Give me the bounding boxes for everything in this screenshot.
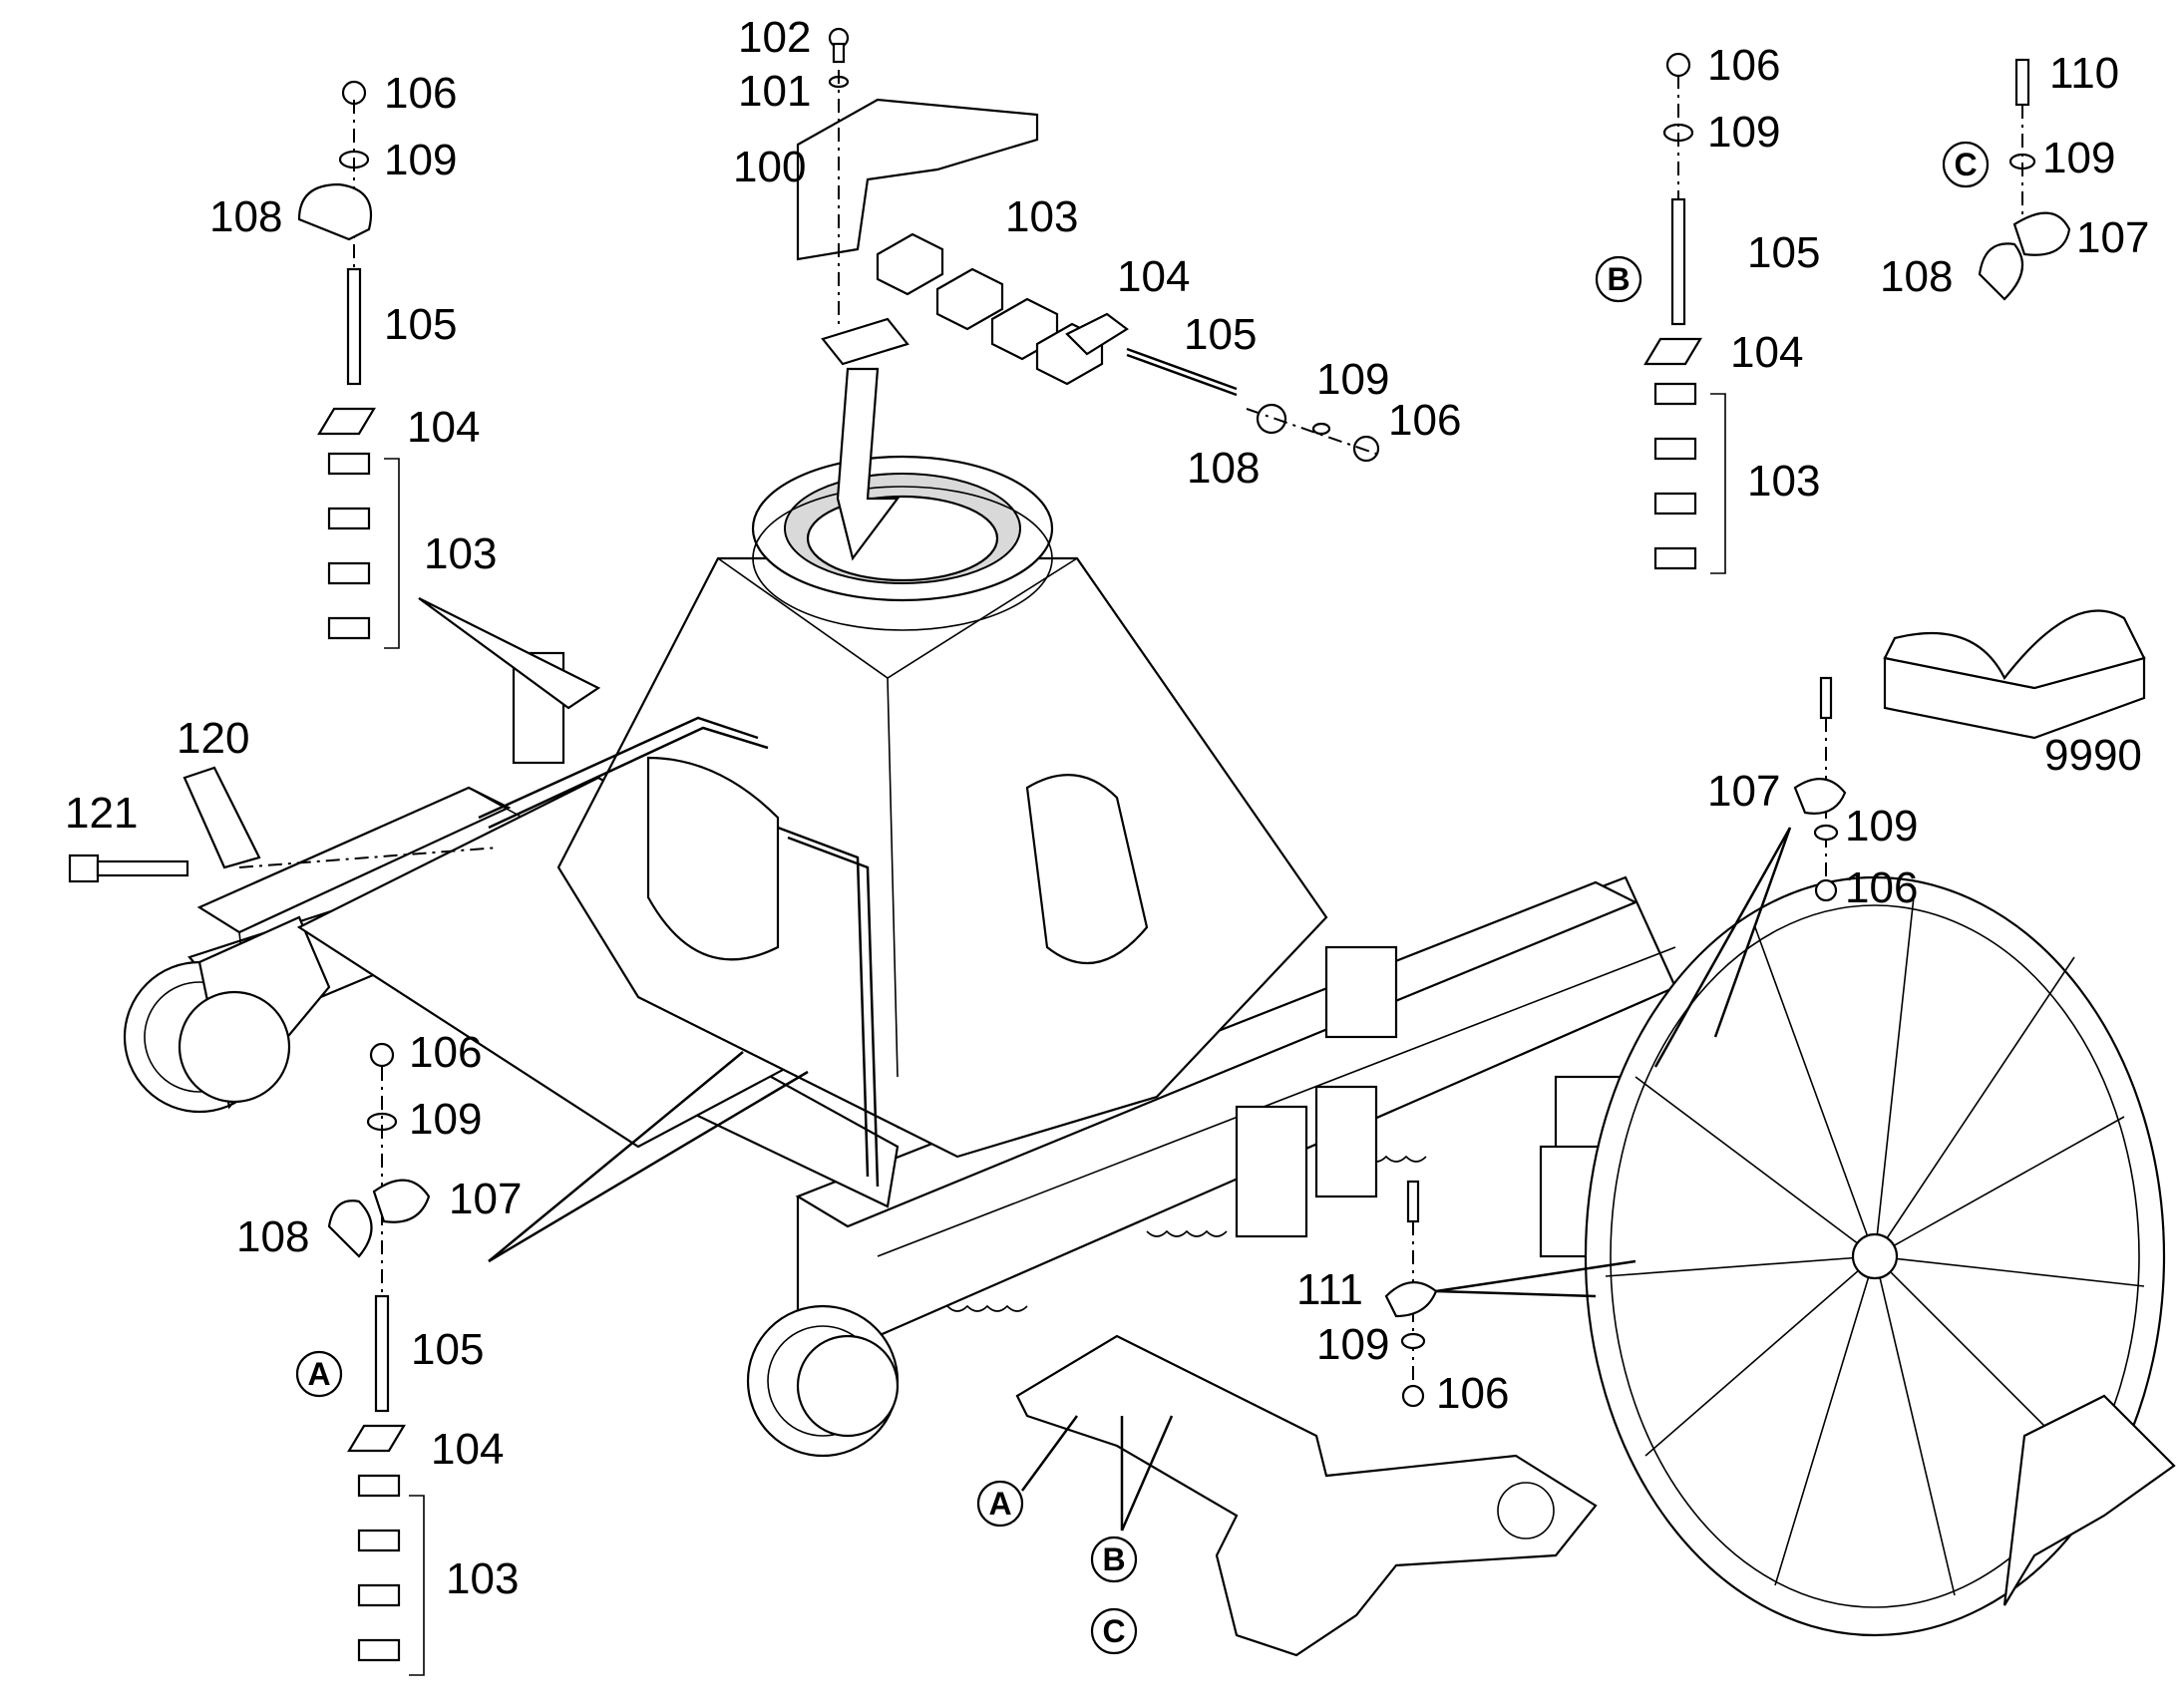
label-101: 101 xyxy=(738,67,811,116)
label-109: 109 xyxy=(1707,108,1780,157)
lower-left-stack-a xyxy=(327,1042,809,1676)
label-106: 106 xyxy=(1388,396,1461,445)
label-106: 106 xyxy=(384,69,457,118)
bracket-detail-top xyxy=(796,27,1380,561)
label-107: 107 xyxy=(449,1175,522,1223)
label-105: 105 xyxy=(384,300,457,349)
svg-text:C: C xyxy=(1954,147,1977,182)
label-111: 111 xyxy=(1296,1265,1363,1314)
label-104: 104 xyxy=(1117,252,1190,301)
callout-c-bottom: C xyxy=(1090,1607,1138,1655)
label-106: 106 xyxy=(409,1028,482,1077)
callout-b-top: B xyxy=(1595,255,1642,303)
manual-book-icon xyxy=(1883,609,2146,740)
label-109: 109 xyxy=(1316,355,1389,404)
label-107: 107 xyxy=(2076,213,2149,262)
right-stack-107 xyxy=(1653,676,1847,1068)
svg-text:B: B xyxy=(1607,261,1630,297)
svg-text:A: A xyxy=(307,1356,330,1392)
label-108: 108 xyxy=(1187,444,1260,493)
bolt-121 xyxy=(68,766,500,883)
label-103: 103 xyxy=(1005,192,1078,241)
label-108: 108 xyxy=(236,1212,309,1261)
label-121: 121 xyxy=(65,789,138,838)
label-106: 106 xyxy=(1845,863,1918,912)
bracket-100 xyxy=(796,98,1039,261)
right-top-stack-c xyxy=(1978,58,2071,301)
label-109: 109 xyxy=(384,136,457,184)
cable-drum xyxy=(1539,875,2176,1637)
label-103: 103 xyxy=(1747,457,1820,506)
lower-bracket xyxy=(1015,1334,1598,1657)
label-106: 106 xyxy=(1707,41,1780,90)
label-105: 105 xyxy=(1184,310,1257,359)
label-9990: 9990 xyxy=(2044,731,2142,780)
label-103: 103 xyxy=(424,529,497,578)
plate-120 xyxy=(182,766,261,869)
right-stack-111 xyxy=(1384,1180,1636,1408)
label-102: 102 xyxy=(738,13,811,62)
label-120: 120 xyxy=(177,714,249,763)
label-108: 108 xyxy=(1880,252,1953,301)
label-104: 104 xyxy=(407,403,480,452)
undercarriage-frame xyxy=(123,455,1677,1657)
callout-b-bottom: B xyxy=(1090,1536,1138,1583)
label-100: 100 xyxy=(733,143,806,191)
label-106: 106 xyxy=(1436,1369,1509,1418)
label-105: 105 xyxy=(1747,228,1820,277)
svg-text:C: C xyxy=(1102,1613,1125,1649)
label-110: 110 xyxy=(2049,49,2119,98)
callout-a-bottom: A xyxy=(976,1480,1024,1528)
label-103: 103 xyxy=(446,1554,519,1603)
label-109: 109 xyxy=(1845,802,1918,851)
callout-c-top: C xyxy=(1942,141,1990,188)
right-top-stack-b xyxy=(1643,52,1726,574)
label-109: 109 xyxy=(409,1095,482,1144)
label-104: 104 xyxy=(431,1425,504,1474)
label-104: 104 xyxy=(1730,328,1803,377)
svg-text:A: A xyxy=(988,1486,1011,1522)
svg-text:B: B xyxy=(1102,1541,1125,1577)
label-105: 105 xyxy=(411,1325,484,1374)
callout-a-left: A xyxy=(295,1350,343,1398)
label-108: 108 xyxy=(209,192,282,241)
label-109: 109 xyxy=(1316,1320,1389,1369)
label-109: 109 xyxy=(2042,134,2115,182)
part-labels: 102 101 100 103 104 105 109 106 108 106 … xyxy=(65,13,2149,1603)
label-107: 107 xyxy=(1707,767,1780,816)
left-top-stack xyxy=(297,80,601,710)
